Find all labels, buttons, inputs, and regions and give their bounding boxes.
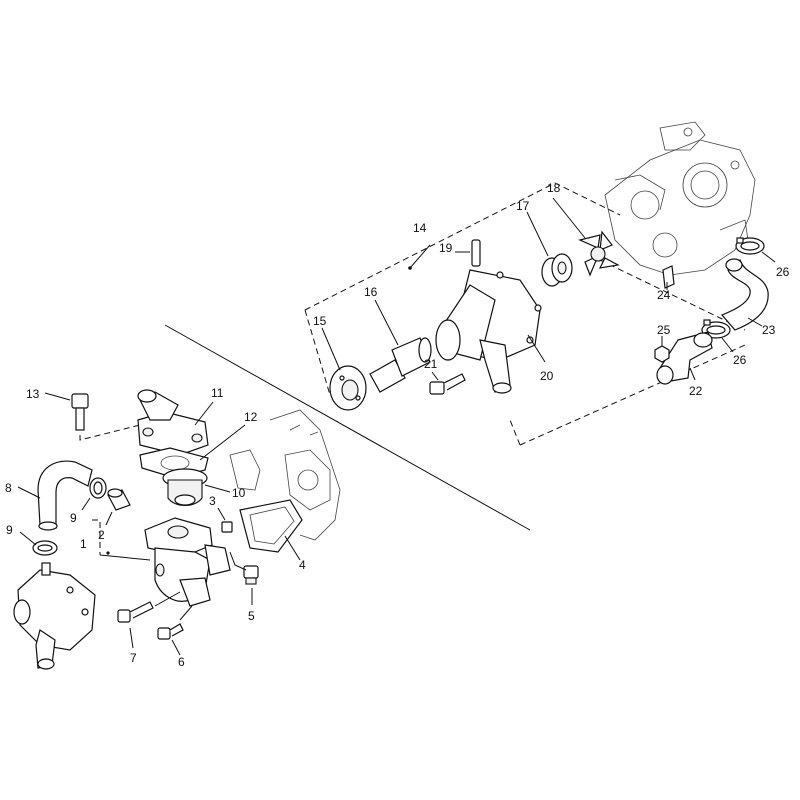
label-13: 13	[26, 387, 40, 401]
label-18: 18	[547, 181, 561, 195]
part-16-bearing-shaft	[369, 337, 432, 393]
part-21-bolt	[429, 373, 466, 395]
label-14: 14	[413, 221, 427, 235]
label-19: 19	[439, 241, 453, 255]
label-10: 10	[232, 486, 246, 500]
label-1: 1	[80, 537, 87, 551]
part-5-plug	[243, 565, 259, 585]
part-25-nut	[654, 345, 670, 363]
label-8: 8	[5, 481, 12, 495]
label-12: 12	[244, 410, 258, 424]
label-9b: 9	[6, 523, 13, 537]
part-2-pipe-nipple	[107, 488, 131, 511]
label-11: 11	[211, 386, 224, 400]
label-17: 17	[516, 199, 530, 213]
label-26a: 26	[776, 265, 790, 279]
separator-line	[164, 324, 531, 531]
part-11-thermostat-cover	[137, 389, 209, 456]
part-22-pipe	[656, 331, 713, 385]
label-26b: 26	[733, 353, 747, 367]
label-9a: 9	[70, 511, 77, 525]
label-2: 2	[98, 528, 105, 542]
part-8-bent-hose	[37, 460, 93, 531]
engine-block-lower	[229, 409, 341, 541]
label-21: 21	[424, 357, 438, 371]
water-pump-fragment	[13, 562, 96, 670]
label-3: 3	[209, 494, 216, 508]
part-23-upper-hose	[720, 258, 769, 331]
label-24: 24	[657, 288, 671, 302]
part-24-stud	[662, 265, 675, 289]
label-7: 7	[130, 651, 137, 665]
part-18-impeller	[578, 230, 620, 277]
part-17-seal	[541, 253, 573, 287]
engine-block-housing	[604, 121, 756, 276]
label-4: 4	[299, 558, 306, 572]
part-20-water-pump-body	[435, 269, 542, 394]
part-13-bolt	[71, 393, 89, 431]
label-22: 22	[689, 384, 703, 398]
part-26-hose-clamp-upper	[735, 237, 765, 255]
part-10-thermostat	[162, 468, 208, 507]
part-1-thermostat-housing	[144, 517, 231, 607]
part-19-dowel-pin	[471, 239, 481, 267]
label-23: 23	[762, 323, 776, 337]
callout-labels: 1 2 3 4 5 6 7 8 9 9 10 11 12 13 14 15 16…	[5, 181, 790, 669]
label-6: 6	[178, 655, 185, 669]
assembly-outline-14	[304, 182, 746, 446]
label-15: 15	[313, 314, 327, 328]
part-9-hose-clamp-upper	[89, 477, 107, 499]
part-3-plug	[221, 521, 233, 533]
part-9-hose-clamp-lower	[32, 540, 58, 556]
part-15-pulley-hub	[329, 365, 367, 411]
part-7-bolt	[117, 601, 154, 623]
part-6-bolt	[157, 623, 184, 640]
label-20: 20	[540, 369, 554, 383]
label-16: 16	[364, 285, 378, 299]
part-4-gasket	[239, 499, 303, 553]
label-5: 5	[248, 609, 255, 623]
label-25: 25	[657, 323, 671, 337]
